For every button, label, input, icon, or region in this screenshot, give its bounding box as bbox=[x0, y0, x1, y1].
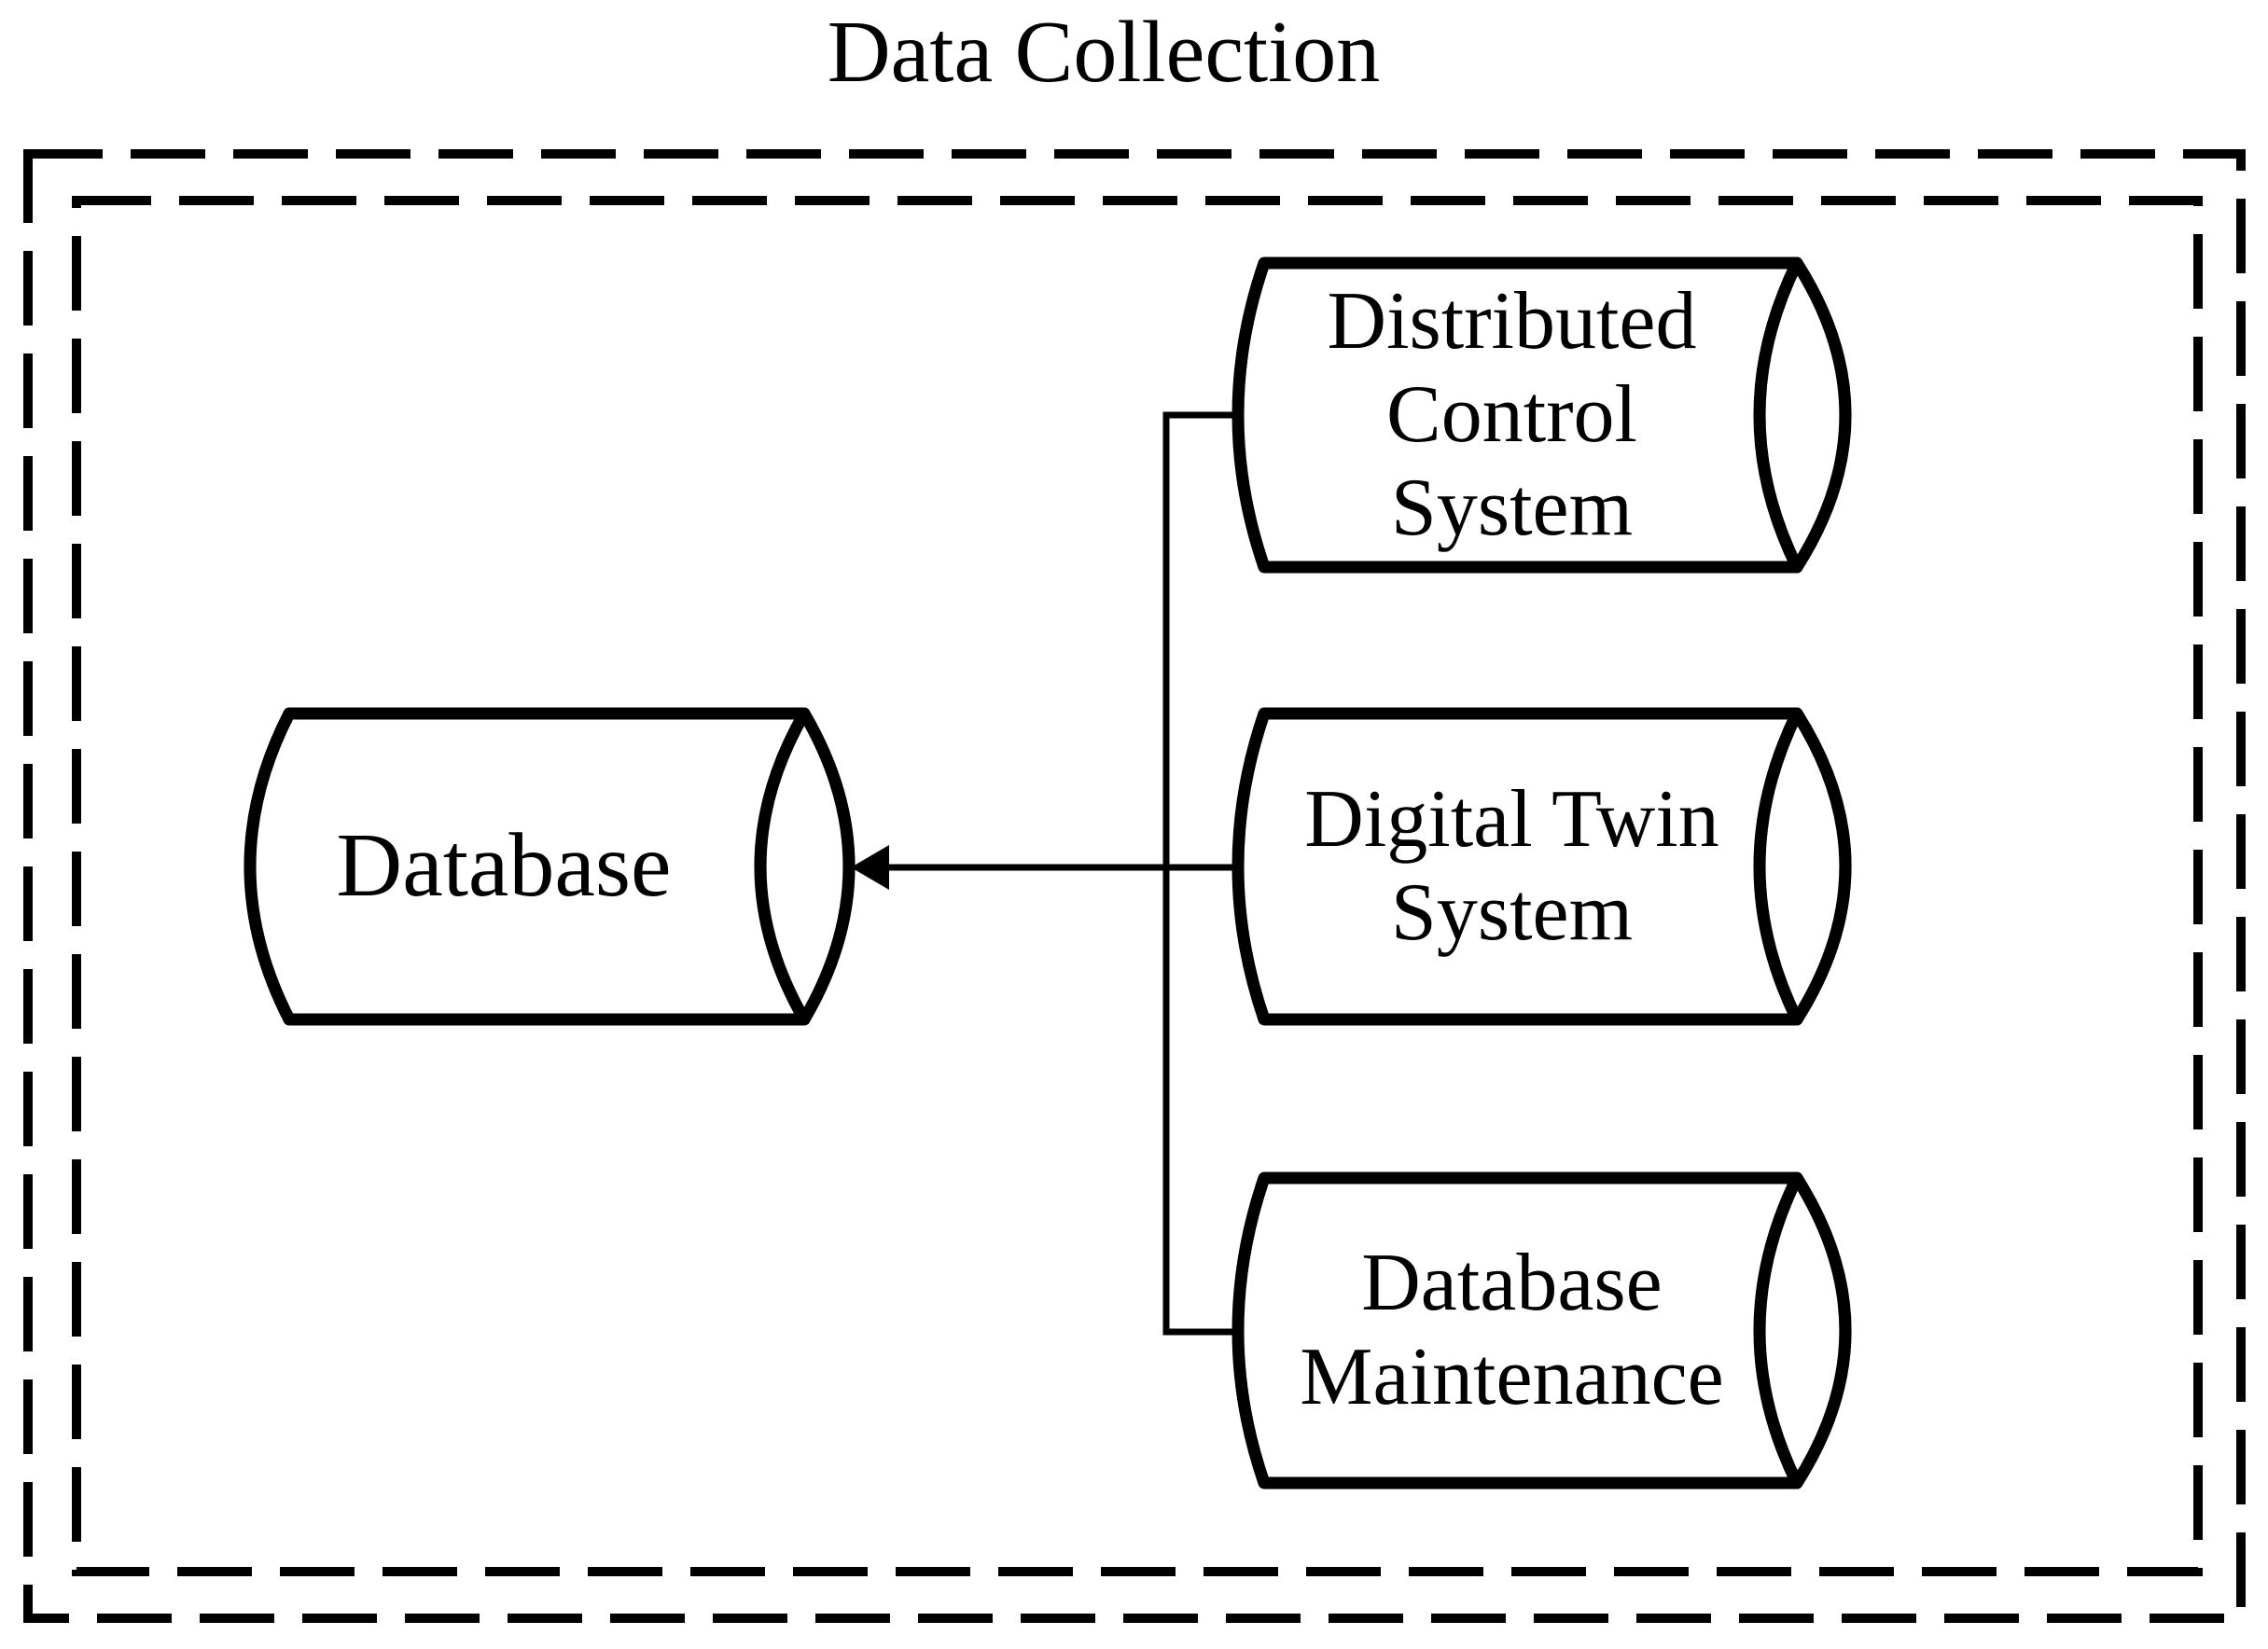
connector-trunk bbox=[1162, 411, 1241, 1336]
database-maintenance-node-label: Database Maintenance bbox=[1300, 1238, 1724, 1422]
database-node-label: Database bbox=[336, 815, 672, 917]
outer-dashed-border bbox=[23, 149, 2246, 1623]
arrowhead-left-icon bbox=[851, 845, 889, 890]
digital-twin-system-cylinder bbox=[1231, 707, 1852, 1026]
distributed-control-system-cylinder-endcap bbox=[1790, 256, 1852, 574]
database-maintenance-cylinder bbox=[1231, 1171, 1852, 1490]
distributed-control-system-cylinder bbox=[1231, 256, 1852, 574]
digital-twin-system-cylinder-endcap bbox=[1790, 707, 1852, 1026]
distributed-control-system-node-label: Distributed Control System bbox=[1327, 275, 1697, 554]
digital-twin-system-node-label: Digital Twin System bbox=[1304, 773, 1719, 958]
database-cylinder-endcap bbox=[798, 707, 856, 1026]
database-maintenance-cylinder-endcap bbox=[1790, 1171, 1852, 1490]
database-cylinder bbox=[243, 707, 856, 1026]
inner-dashed-border bbox=[72, 196, 2203, 1576]
diagram-title: Data Collection bbox=[827, 3, 1381, 101]
